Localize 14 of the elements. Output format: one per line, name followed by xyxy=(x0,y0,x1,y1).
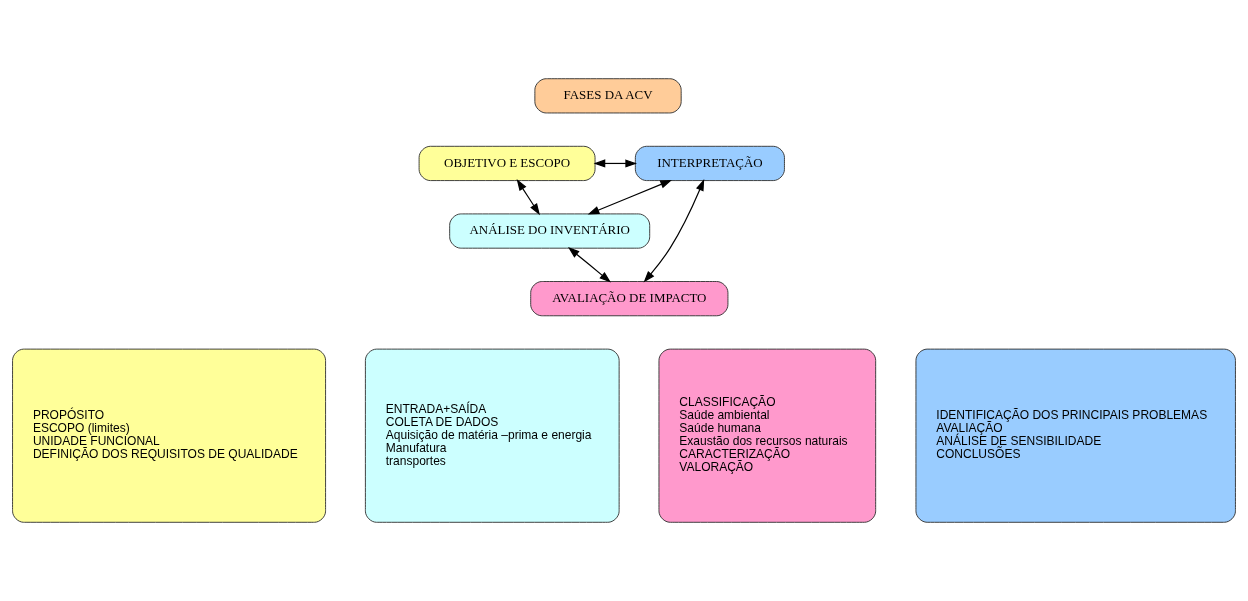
node-box: OBJETIVO E ESCOPO xyxy=(418,145,596,182)
node-box: IDENTIFICAÇÃO DOS PRINCIPAIS PROBLEMAS AVALIAÇÃO ANÁLISE DE SENSIBILIDADE CONCLUSÕES xyxy=(915,348,1236,523)
arrow xyxy=(593,159,638,168)
arrow xyxy=(587,179,672,215)
node-box: INTERPRETAÇÃO xyxy=(634,145,785,182)
node-box: ANÁLISE DO INVENTÁRIO xyxy=(449,213,651,249)
node-box: FASES DA ACV xyxy=(534,78,682,114)
arrow xyxy=(643,179,705,283)
node-box: ENTRADA+SAÍDA COLETA DE DADOS Aquisição de matéria –prima e energia Manufatura transportes xyxy=(364,348,620,523)
arrow xyxy=(516,179,540,216)
node-box: PROPÓSITO ESCOPO (limites) UNIDADE FUNCIONAL DEFINIÇÃO DOS REQUISITOS DE QUALIDADE xyxy=(12,348,327,523)
arrow xyxy=(567,247,611,283)
node-box: AVALIAÇÃO DE IMPACTO xyxy=(530,281,729,317)
node-box: CLASSIFICAÇÃO Saúde ambiental Saúde humana Exaustão dos recursos naturais CARACTERIZAÇÃO VALORAÇÃO xyxy=(658,348,877,523)
